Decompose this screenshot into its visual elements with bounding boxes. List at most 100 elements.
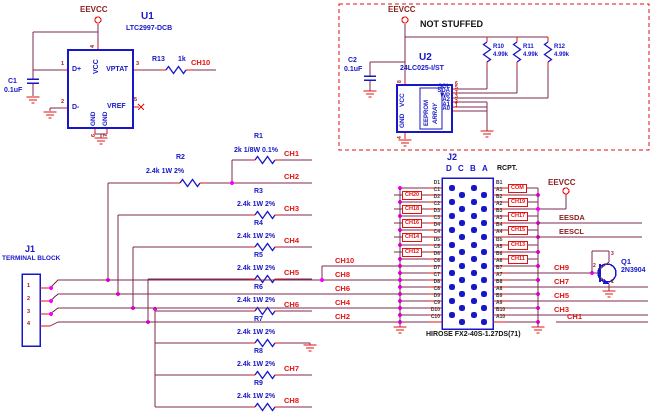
connector-pin bbox=[448, 255, 456, 263]
label-u1-pins-gnd: GND bbox=[90, 111, 97, 126]
label-u2-pin_num_top: 8 bbox=[397, 80, 403, 83]
connector-pin bbox=[448, 212, 456, 220]
label-c2-refdes: C2 bbox=[348, 57, 357, 64]
net-box-j2-boxed_nets_right-5: CH11 bbox=[508, 254, 528, 264]
label-resistors-3-value: 2.4k 1W 2% bbox=[237, 233, 276, 240]
resistor-icon bbox=[482, 41, 492, 63]
connector-pin bbox=[470, 283, 478, 291]
net-box-j2-boxed_nets_left-4: CH12 bbox=[402, 247, 423, 257]
label-j2-pins_left-3: C2 bbox=[433, 201, 440, 207]
net-label-ch4: CH4 bbox=[284, 236, 300, 245]
refdes-u2: U2 bbox=[419, 52, 432, 63]
label-j1-pins-0: 1 bbox=[27, 283, 31, 289]
connector-pin bbox=[480, 262, 488, 270]
label-j2-type_label: RCPT. bbox=[497, 165, 518, 172]
label-u1-pin_numbers-gnd1: 6 bbox=[91, 133, 97, 137]
wire bbox=[599, 261, 610, 270]
label-u2-pin_numbers_right-3: 3 bbox=[455, 94, 458, 100]
resistor-icon bbox=[254, 338, 276, 348]
label-u1-pins-dminus: D- bbox=[72, 104, 80, 111]
label-j2-pins_left-15: C8 bbox=[433, 286, 440, 292]
label-r13-value: 1k bbox=[178, 56, 186, 63]
label-q1-pin_numbers-emitter: 1 bbox=[611, 279, 614, 285]
label-resistors-8-refdes: R9 bbox=[254, 380, 263, 387]
label-u2-pins_right-4: A1 bbox=[442, 102, 450, 108]
label-u2-pin_num_bottom: 4 bbox=[397, 136, 403, 139]
net-label-ch2: CH2 bbox=[335, 312, 351, 321]
label-j2-pins_left-1: C1 bbox=[433, 187, 440, 193]
net-box-j2-boxed_nets_left-2: CH16 bbox=[402, 218, 423, 228]
resistor-icon bbox=[254, 370, 276, 380]
part-u1: LTC2997-DCB bbox=[126, 25, 173, 32]
label-j2-pins_right-5: A3 bbox=[496, 215, 503, 221]
resistor-icon bbox=[254, 155, 276, 165]
label-j2-pins_right-1: A1 bbox=[496, 187, 503, 193]
connector-pin bbox=[448, 198, 456, 206]
label-resistors-0-value: 2k 1/8W 0.1% bbox=[234, 147, 278, 154]
net-label-ch1: CH1 bbox=[284, 149, 300, 158]
label-pullups-0-value: 4.99k bbox=[493, 52, 509, 58]
label-j2-pins_left-6: D4 bbox=[433, 222, 440, 228]
label-j1-pins-2: 3 bbox=[27, 309, 31, 315]
net-box-j2-boxed_nets_left-1: CH18 bbox=[402, 204, 423, 214]
label-j2-pins_right-0: B1 bbox=[496, 180, 503, 186]
connector-pin bbox=[470, 184, 478, 192]
label-resistors-6-refdes: R7 bbox=[254, 316, 263, 323]
label-j2-pins_left-18: D10 bbox=[430, 307, 440, 313]
power-label-eevcc: EEVCC bbox=[548, 178, 576, 187]
u1-body bbox=[67, 49, 134, 129]
connector-pin bbox=[470, 212, 478, 220]
label-j1-pins-3: 4 bbox=[27, 321, 31, 327]
label-u2-pin_numbers_right-5: 1 bbox=[455, 103, 458, 109]
label-c1-value: 0.1uF bbox=[4, 87, 23, 94]
j1-body bbox=[21, 273, 41, 347]
label-c2-value: 0.1uF bbox=[344, 66, 363, 73]
label-j2-pins_left-10: D6 bbox=[433, 251, 440, 257]
label-u2-pins_right-1: SDA bbox=[437, 88, 450, 94]
label-j2-pins_right-18: B10 bbox=[496, 307, 506, 313]
j1-title: TERMINAL BLOCK bbox=[2, 255, 61, 262]
label-u1-pin_numbers-vcc: 4 bbox=[90, 44, 96, 48]
resistor-icon bbox=[254, 274, 276, 284]
power-label-eevcc: EEVCC bbox=[80, 5, 108, 14]
label-pullups-2-refdes: R12 bbox=[554, 44, 566, 50]
connector-pin bbox=[458, 248, 466, 256]
refdes-j2: J2 bbox=[447, 152, 458, 162]
net-box-j2-boxed_nets_right-4: CH13 bbox=[508, 240, 529, 250]
net-box-j2-boxed_nets_right-1: CH19 bbox=[508, 197, 529, 207]
label-resistors-6-value: 2.4k 1W 2% bbox=[237, 329, 276, 336]
net-label-ch5: CH5 bbox=[554, 291, 570, 300]
label-j2-pins_right-11: A6 bbox=[496, 258, 503, 264]
label-q1-pin_numbers-collector: 3 bbox=[611, 251, 614, 257]
label-u1-pins-dplus: D+ bbox=[72, 66, 82, 73]
net-box-j2-boxed_nets_right-3: CH15 bbox=[508, 225, 529, 235]
connector-pin bbox=[458, 304, 466, 312]
label-j2-pins_right-6: B4 bbox=[496, 222, 503, 228]
label-j2-pins_right-9: A5 bbox=[496, 244, 503, 250]
connector-pin bbox=[470, 226, 478, 234]
connector-pin bbox=[458, 290, 466, 298]
label-j2-pins_left-11: C6 bbox=[433, 258, 440, 264]
label-u2-pin_numbers_right-4: 2 bbox=[455, 99, 458, 105]
label-pullups-1-refdes: R11 bbox=[523, 44, 534, 50]
net-label-ch6: CH6 bbox=[284, 300, 300, 309]
net-label-ch1: CH1 bbox=[567, 312, 583, 321]
label-j2-pins_left-2: D2 bbox=[433, 194, 440, 200]
label-r13-refdes: R13 bbox=[152, 56, 165, 63]
label-j2-pins_left-19: C10 bbox=[430, 314, 440, 320]
label-j2-pins_right-16: B9 bbox=[496, 293, 503, 299]
net-label-ch2: CH2 bbox=[284, 172, 300, 181]
connector-pin bbox=[458, 219, 466, 227]
transistor-icon bbox=[603, 279, 609, 284]
power-label-eevcc: EEVCC bbox=[388, 5, 416, 14]
net-label-ch7: CH7 bbox=[554, 277, 570, 286]
net-label-ch7: CH7 bbox=[284, 364, 300, 373]
net-label-ch3: CH3 bbox=[554, 305, 570, 314]
label-u1-pins-gnd: GND bbox=[102, 111, 109, 126]
refdes-j1: J1 bbox=[25, 244, 36, 254]
label-resistors-5-refdes: R6 bbox=[254, 284, 263, 291]
label-u1-pins-vcc: VCC bbox=[93, 59, 100, 74]
connector-pin bbox=[448, 269, 456, 277]
junction-dot bbox=[320, 278, 324, 282]
